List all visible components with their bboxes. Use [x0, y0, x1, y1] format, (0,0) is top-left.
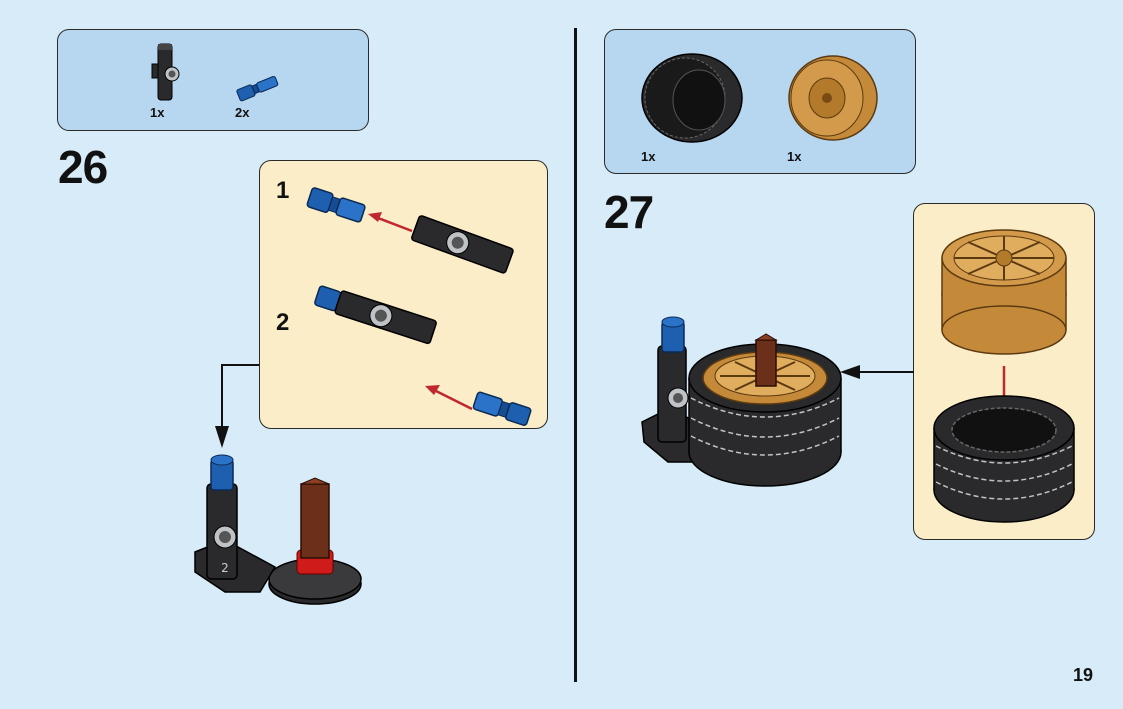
step-27-parts-panel: 1x 1x [604, 29, 916, 174]
step-27-number: 27 [604, 186, 654, 238]
substep-2-number: 2 [276, 309, 290, 336]
substep-rim-illustration [941, 229, 1067, 355]
step-26-part-1-qty: 1x [150, 105, 165, 120]
svg-text:2: 2 [221, 561, 229, 575]
substep-2-illustration [314, 285, 532, 426]
substep-tire-illustration [933, 395, 1075, 523]
step-27-part-1-qty: 1x [641, 149, 656, 164]
page-number: 19 [1072, 665, 1093, 685]
gold-rim-part-icon [788, 55, 878, 141]
step-26-parts-panel: 1x 2x [57, 29, 369, 131]
tire-part-icon [641, 53, 743, 143]
step-27-placement-arrow [840, 365, 914, 379]
step-26-substep-panel: 1 2 [259, 160, 548, 429]
substep-1-illustration [306, 187, 514, 274]
column-divider [574, 28, 577, 682]
step-27-assembly-illustration [641, 316, 842, 487]
substep-1-number: 1 [276, 177, 290, 204]
step-26-placement-arrow [215, 364, 259, 448]
blue-axle-pin-part-icon [236, 75, 279, 102]
step-27-substep-panel [913, 203, 1095, 540]
step-26-part-2-qty: 2x [235, 105, 250, 120]
step-27-part-2-qty: 1x [787, 149, 802, 164]
step-26-number: 26 [58, 141, 108, 193]
step-26-assembly-illustration: 2 [194, 454, 362, 605]
black-connector-part-icon [151, 43, 180, 101]
